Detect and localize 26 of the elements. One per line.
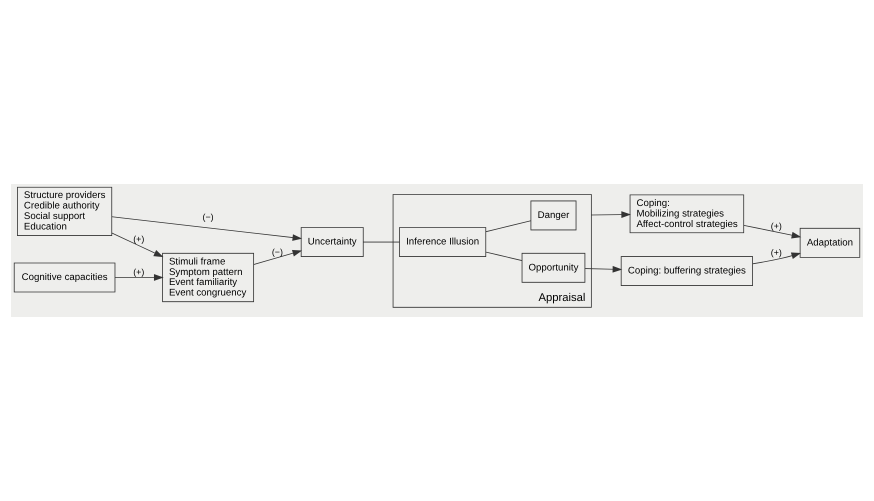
arrow <box>112 216 302 241</box>
edge-label: (+) <box>770 248 782 258</box>
arrow <box>253 250 302 265</box>
node-box: Coping: buffering strategies <box>620 256 753 286</box>
node-box: Danger <box>530 200 576 230</box>
edge-label: (+) <box>133 234 144 244</box>
arrow <box>111 232 164 258</box>
node-box: Inference Illusion <box>399 227 486 257</box>
arrow <box>584 266 622 273</box>
edge-label: (+) <box>133 266 144 277</box>
connector <box>486 252 522 261</box>
node-box: Structure providers Credible authority Social support Education <box>17 186 112 236</box>
arrow <box>114 274 164 281</box>
edge-label: (−) <box>202 212 214 222</box>
edge-label: (−) <box>272 246 283 257</box>
node-box: Opportunity <box>522 252 586 283</box>
node-box: Stimuli frame Symptom pattern Event familiarity Event congruency <box>162 252 254 302</box>
connector <box>486 220 532 232</box>
node-box: Coping: Mobilizing strategies Affect-control strategies <box>630 194 744 234</box>
arrow <box>590 211 632 218</box>
node-box: Uncertainty <box>300 227 364 257</box>
arrow <box>743 224 802 238</box>
edge-label: (+) <box>770 220 782 231</box>
node-box: Adaptation <box>800 228 860 258</box>
node-box: Cognitive capacities <box>14 262 116 292</box>
arrow <box>752 252 802 264</box>
